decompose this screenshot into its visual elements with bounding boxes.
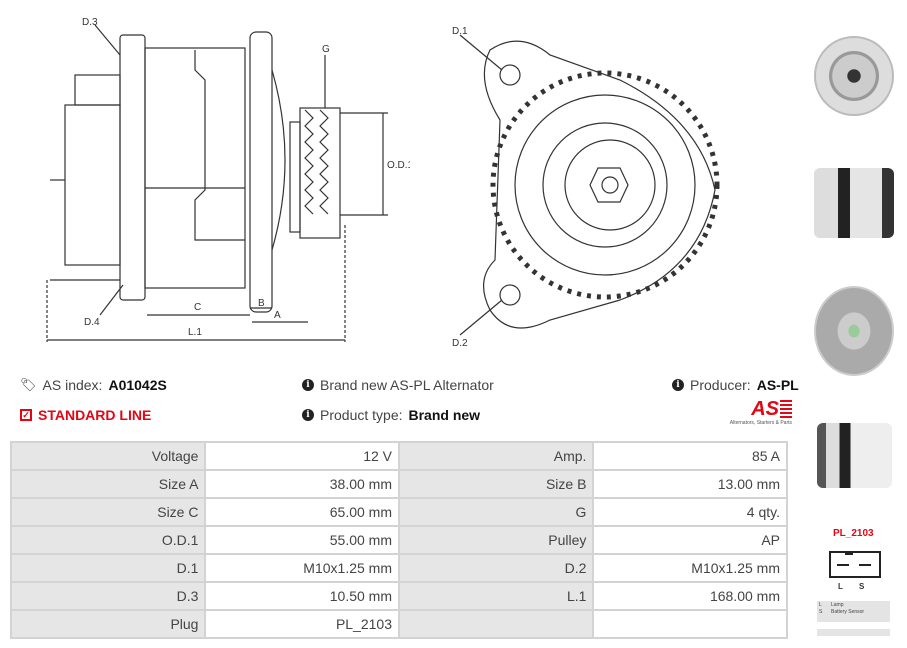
- checkbox-icon: ✓: [20, 409, 32, 421]
- spec-value: 55.00 mm: [204, 525, 400, 555]
- spec-value: 13.00 mm: [592, 469, 788, 499]
- front-view-drawing: D.1 D.2: [452, 26, 720, 349]
- product-photo-front[interactable]: [808, 8, 900, 143]
- as-logo-tagline: Alternators, Starters & Parts: [729, 420, 792, 426]
- label-d2: D.2: [452, 338, 468, 349]
- spec-label: [397, 609, 595, 639]
- label-g: G: [322, 44, 330, 55]
- spec-value: AP: [592, 525, 788, 555]
- spec-value: 85 A: [592, 441, 788, 471]
- side-view-drawing: D.3 D.4 G O.D.1 C B A L.1: [46, 17, 410, 342]
- label-c: C: [194, 302, 201, 313]
- plug-pins: L S: [838, 582, 865, 591]
- spec-value: PL_2103: [204, 609, 400, 639]
- plug-name: PL_2103: [833, 528, 874, 539]
- info-icon: i: [302, 409, 314, 421]
- label-d4: D.4: [84, 317, 100, 328]
- spec-label: Plug: [9, 609, 207, 639]
- spec-label: Pulley: [397, 525, 595, 555]
- tag-icon: 🏷: [20, 377, 37, 392]
- spec-label: D.3: [9, 581, 207, 611]
- label-b: B: [258, 298, 265, 309]
- as-logo-stripes: [780, 400, 792, 418]
- spec-value: 65.00 mm: [204, 497, 400, 527]
- as-logo: AS Alternators, Starters & Parts: [712, 398, 792, 426]
- as-logo-text: AS: [751, 398, 779, 420]
- label-d3: D.3: [82, 17, 98, 28]
- product-photo-side[interactable]: [808, 148, 900, 258]
- spec-value: 4 qty.: [592, 497, 788, 527]
- label-od1: O.D.1: [387, 160, 410, 171]
- spec-value: 12 V: [204, 441, 400, 471]
- spec-label: G: [397, 497, 595, 527]
- spec-label: Voltage: [9, 441, 207, 471]
- spec-value: 10.50 mm: [204, 581, 400, 611]
- spec-label: Size B: [397, 469, 595, 499]
- spec-value: M10x1.25 mm: [592, 553, 788, 583]
- product-photo-rear[interactable]: [808, 263, 900, 398]
- spec-value: 38.00 mm: [204, 469, 400, 499]
- spec-label: Size A: [9, 469, 207, 499]
- spec-label: D.1: [9, 553, 207, 583]
- spec-label: Amp.: [397, 441, 595, 471]
- label-a: A: [274, 310, 281, 321]
- product-photo-side-2[interactable]: [808, 405, 900, 505]
- info-icon: i: [302, 379, 314, 391]
- spec-label: D.2: [397, 553, 595, 583]
- spec-label: O.D.1: [9, 525, 207, 555]
- spec-label: Size C: [9, 497, 207, 527]
- standard-line-badge: ✓ STANDARD LINE: [20, 407, 151, 423]
- spec-label: L.1: [397, 581, 595, 611]
- label-d1: D.1: [452, 26, 468, 37]
- spec-value: M10x1.25 mm: [204, 553, 400, 583]
- plug-diagram: [829, 551, 881, 578]
- spec-value: [592, 609, 788, 639]
- info-icon: i: [672, 379, 684, 391]
- label-l1: L.1: [188, 327, 202, 338]
- spec-value: 168.00 mm: [592, 581, 788, 611]
- as-index: 🏷 AS index:A01042S: [20, 377, 167, 393]
